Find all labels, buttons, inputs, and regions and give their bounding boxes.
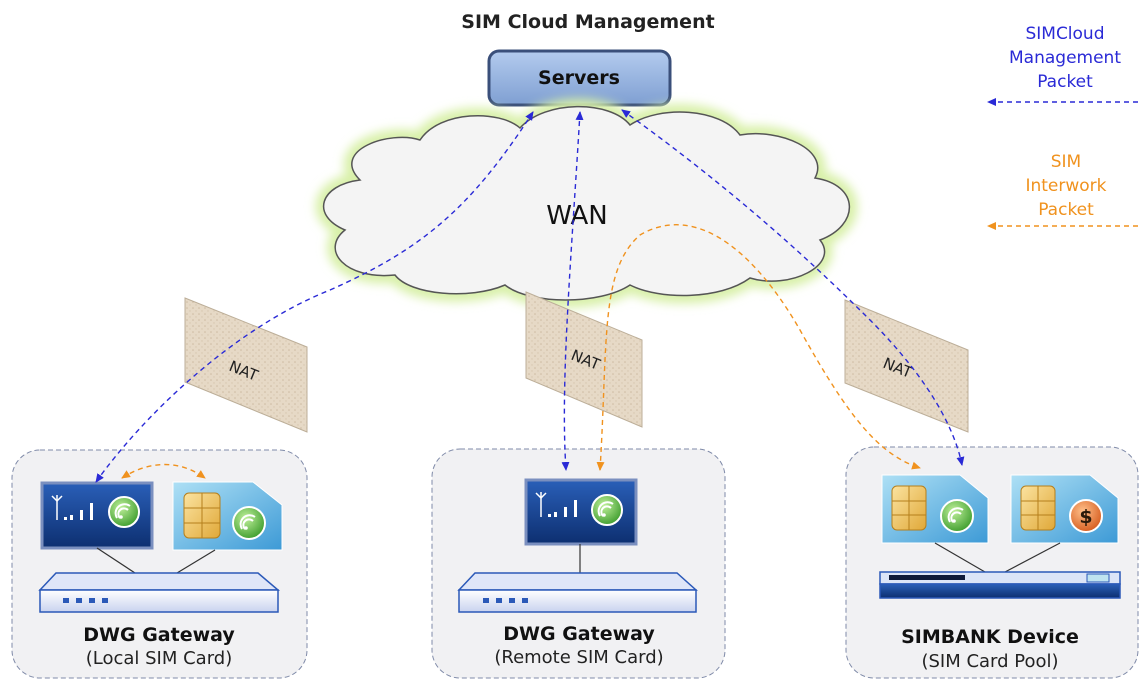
signal-bars-icon <box>51 495 93 520</box>
wan-label: WAN <box>546 201 608 231</box>
servers-label: Servers <box>538 67 620 89</box>
device-name-center: DWG Gateway <box>503 623 655 645</box>
sim-chip-icon <box>183 492 221 539</box>
nat-right: NAT <box>844 299 969 433</box>
sim-chip-icon <box>1020 485 1056 531</box>
legend-interwork-line-1: SIM <box>1051 152 1081 172</box>
router-icon <box>457 572 698 613</box>
legend-interwork-line-2: Interwork <box>1025 176 1106 196</box>
flow-remote-dwg-to-simbank <box>596 224 921 471</box>
wireless-globe-icon <box>232 506 266 540</box>
wan-cloud: WAN <box>315 98 858 308</box>
diagram-title: SIM Cloud Management <box>461 11 714 33</box>
nat-left: NAT <box>184 297 308 433</box>
router-icon <box>38 572 281 613</box>
legend-management-line-1: SIMCloud <box>1025 24 1104 44</box>
dwg-local-screen-icon <box>40 481 154 550</box>
wireless-globe-icon <box>591 494 623 526</box>
device-name-left: DWG Gateway <box>83 624 235 646</box>
device-panel-center <box>431 448 726 679</box>
sim-card-pool-icon-2: $ <box>1010 474 1119 544</box>
legend-management-packet: SIMCloud Management Packet <box>987 24 1138 106</box>
device-name-right: SIMBANK Device <box>901 626 1079 648</box>
flow-local-screen-to-sim <box>121 463 206 479</box>
flow-servers-to-simbank <box>621 109 965 466</box>
sim-chip-icon <box>891 485 927 531</box>
nat-center: NAT <box>525 291 643 428</box>
dollar-coin-icon: $ <box>1069 499 1103 533</box>
device-subtitle-right: (SIM Card Pool) <box>921 651 1058 672</box>
legend-interwork-line-3: Packet <box>1038 200 1094 220</box>
management-packet-flows <box>95 109 965 483</box>
sim-card-local-icon <box>172 481 283 551</box>
servers-node: Servers <box>487 49 672 107</box>
device-subtitle-center: (Remote SIM Card) <box>494 647 663 668</box>
wireless-globe-icon <box>940 499 974 533</box>
interwork-packet-flows <box>121 224 921 479</box>
wireless-globe-icon <box>108 496 140 528</box>
legend-interwork-packet: SIM Interwork Packet <box>987 152 1138 230</box>
legend-management-line-2: Management <box>1009 48 1121 68</box>
legend-management-line-3: Packet <box>1037 72 1093 92</box>
flow-servers-to-local-dwg <box>95 111 534 483</box>
simbank-server-icon <box>879 571 1121 599</box>
device-subtitle-left: (Local SIM Card) <box>86 648 233 669</box>
sim-card-pool-icon-1 <box>881 474 989 544</box>
flow-servers-to-remote-dwg <box>561 111 584 471</box>
dwg-remote-screen-icon <box>524 478 638 546</box>
svg-text:$: $ <box>1079 506 1092 528</box>
signal-bars-icon <box>535 492 577 517</box>
